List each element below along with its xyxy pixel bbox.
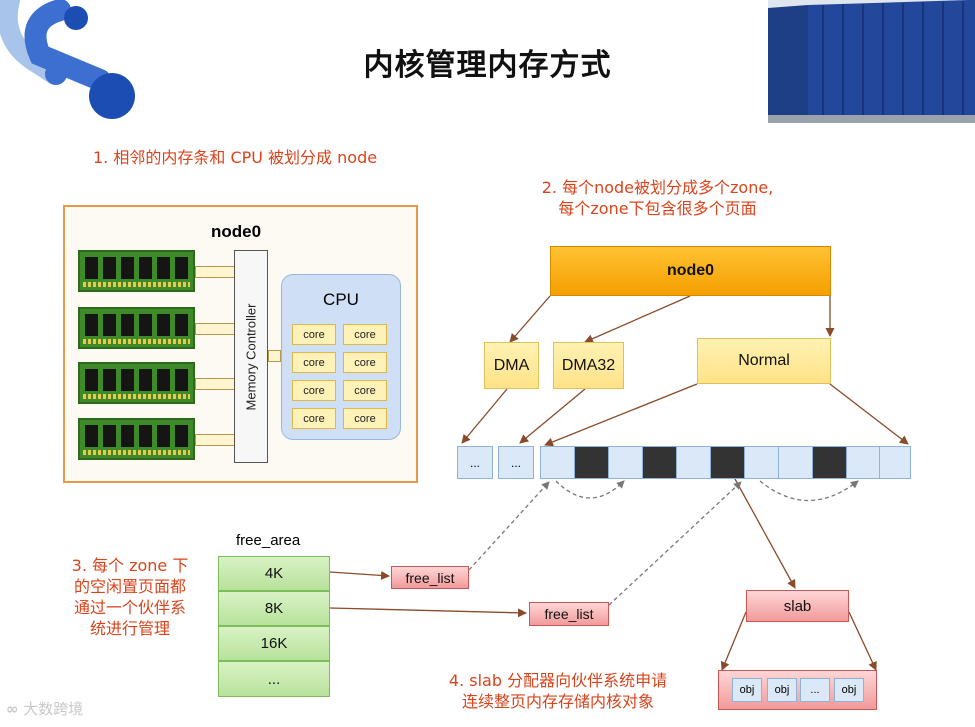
- free-area-8k: 8K: [218, 591, 330, 626]
- free-area-4k: 4K: [218, 556, 330, 591]
- note-4: 4. slab 分配器向伙伴系统申请 连续整页内存存储内核对象: [408, 670, 708, 712]
- free-list-box: free_list: [391, 566, 469, 589]
- cpu-core: core: [292, 380, 336, 401]
- note-3: 3. 每个 zone 下 的空闲置页面都 通过一个伙伴系 统进行管理: [55, 555, 205, 639]
- page-block-allocated: [710, 446, 745, 479]
- page-block-allocated: [574, 446, 609, 479]
- page-block: [676, 446, 711, 479]
- cpu-core: core: [292, 408, 336, 429]
- cpu-core: core: [292, 324, 336, 345]
- note-3-line3: 通过一个伙伴系: [73, 598, 186, 617]
- page-block: [608, 446, 643, 479]
- memory-controller: Memory Controller: [234, 250, 268, 463]
- slab-object: obj: [767, 678, 797, 702]
- ram-stick: [78, 307, 195, 349]
- free-area-more: ...: [218, 661, 330, 697]
- page-title: 内核管理内存方式: [363, 48, 612, 83]
- cpu-label: CPU: [323, 290, 359, 309]
- watermark-icon: ∞: [6, 700, 19, 718]
- zone-node0-box: node0: [550, 246, 831, 296]
- note-3-line2: 的空闲置页面都: [73, 577, 186, 596]
- page-block: [744, 446, 779, 479]
- ram-stick: [78, 362, 195, 404]
- free-list-box: free_list: [529, 602, 609, 626]
- slab-object: obj: [834, 678, 864, 702]
- page-ellipsis: ...: [457, 446, 493, 479]
- note-3-line1: 3. 每个 zone 下: [71, 556, 189, 575]
- cpu-core: core: [343, 380, 387, 401]
- slab-box: slab: [746, 590, 849, 622]
- node0-label: node0: [211, 222, 262, 241]
- note-4-line2: 连续整页内存存储内核对象: [461, 692, 654, 711]
- ram-stick: [78, 250, 195, 292]
- slab-object: obj: [732, 678, 762, 702]
- cpu-core: core: [343, 324, 387, 345]
- controller-cpu-link: [268, 350, 281, 362]
- note-2-line2: 每个zone下包含很多个页面: [558, 199, 757, 218]
- watermark: ∞ 大数跨境: [6, 698, 83, 719]
- note-4-line1: 4. slab 分配器向伙伴系统申请: [448, 671, 668, 690]
- page-block: [778, 446, 813, 479]
- page-block-allocated: [642, 446, 677, 479]
- logo-icon: [0, 0, 135, 119]
- container-image: [768, 0, 975, 123]
- page-ellipsis: ...: [498, 446, 534, 479]
- note-2: 2. 每个node被划分成多个zone, 每个zone下包含很多个页面: [490, 177, 825, 219]
- watermark-text: 大数跨境: [23, 700, 84, 718]
- cpu-core: core: [343, 408, 387, 429]
- page-block-allocated: [812, 446, 847, 479]
- note-2-line1: 2. 每个node被划分成多个zone,: [541, 178, 774, 197]
- free-area-16k: 16K: [218, 626, 330, 661]
- zone-normal: Normal: [697, 338, 831, 384]
- cpu-core: core: [292, 352, 336, 373]
- zone-dma32: DMA32: [553, 342, 624, 389]
- zone-dma: DMA: [484, 342, 539, 389]
- note-1: 1. 相邻的内存条和 CPU 被划分成 node: [93, 148, 378, 167]
- ram-stick: [78, 418, 195, 460]
- page-block: [846, 446, 881, 479]
- note-3-line4: 统进行管理: [89, 619, 170, 638]
- page-block: [879, 446, 911, 479]
- cpu-core: core: [343, 352, 387, 373]
- page-block: [540, 446, 575, 479]
- free-area-label: free_area: [236, 532, 301, 549]
- slab-object: ...: [800, 678, 830, 702]
- zone-node0-label: node0: [666, 262, 715, 279]
